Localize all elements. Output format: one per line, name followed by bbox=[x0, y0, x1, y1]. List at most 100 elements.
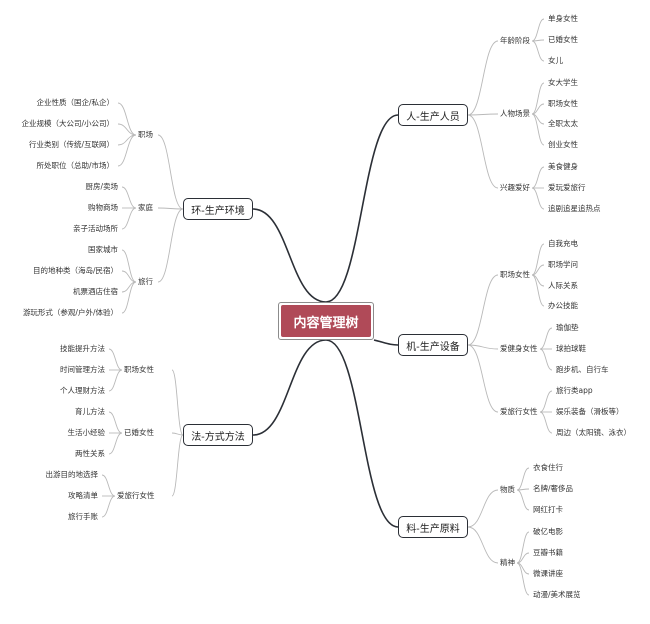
environment-travel-item-3[interactable]: 机票酒店住宿 bbox=[73, 287, 118, 296]
methods-work-item-3[interactable]: 个人理财方法 bbox=[60, 386, 105, 395]
link-left-0-0 bbox=[157, 134, 184, 210]
branch-environment[interactable]: 环-生产环境 bbox=[183, 198, 253, 220]
people-scene-item-4[interactable]: 创业女性 bbox=[548, 140, 578, 149]
materials-material-item-1[interactable]: 衣食住行 bbox=[533, 463, 563, 472]
environment-group-travel[interactable]: 旅行 bbox=[138, 277, 153, 286]
equipment-group-fitness[interactable]: 爱健身女性 bbox=[500, 344, 538, 353]
materials-group-spirit[interactable]: 精神 bbox=[500, 558, 515, 567]
link-left-1-2 bbox=[171, 434, 184, 497]
methods-married-item-2[interactable]: 生活小经验 bbox=[67, 428, 106, 437]
equipment-group-work[interactable]: 职场女性 bbox=[500, 270, 530, 279]
link-left-0-0-0 bbox=[117, 102, 137, 136]
methods-married-item-3[interactable]: 两性关系 bbox=[75, 449, 105, 458]
equipment-work-item-4[interactable]: 办公技能 bbox=[548, 301, 578, 310]
methods-work-item-2[interactable]: 时间管理方法 bbox=[60, 365, 105, 374]
link-right-0-1 bbox=[467, 113, 499, 116]
environment-travel-item-4[interactable]: 游玩形式（参观/户外/体验） bbox=[22, 308, 118, 317]
equipment-travel-item-3[interactable]: 周边（太阳镜、泳衣） bbox=[556, 428, 631, 437]
link-right-2-0-2 bbox=[516, 489, 530, 511]
people-interest-item-3[interactable]: 追剧追星追热点 bbox=[548, 204, 601, 213]
methods-work-item-1[interactable]: 技能提升方法 bbox=[60, 344, 105, 353]
environment-work-item-1[interactable]: 企业性质（国企/私企） bbox=[36, 98, 114, 107]
people-interest-item-1[interactable]: 美食健身 bbox=[548, 162, 578, 171]
materials-spirit-item-3[interactable]: 微课讲座 bbox=[533, 569, 563, 578]
link-left-1-0 bbox=[171, 369, 184, 436]
link-left-0-2-1 bbox=[121, 270, 137, 283]
materials-material-item-2[interactable]: 名牌/奢侈品 bbox=[533, 484, 574, 493]
equipment-fitness-item-1[interactable]: 瑜伽垫 bbox=[556, 323, 579, 332]
materials-spirit-item-2[interactable]: 豆瓣书籍 bbox=[533, 548, 563, 557]
environment-work-item-4[interactable]: 所处职位（总助/市场） bbox=[36, 161, 114, 170]
equipment-work-item-1[interactable]: 自我充电 bbox=[548, 239, 578, 248]
environment-home-item-1[interactable]: 厨房/卖场 bbox=[85, 182, 118, 191]
methods-group-married[interactable]: 已婚女性 bbox=[124, 428, 154, 437]
people-age-item-2[interactable]: 已婚女性 bbox=[548, 35, 578, 44]
people-scene-item-3[interactable]: 全职太太 bbox=[548, 119, 578, 128]
link-right-1-0-3 bbox=[531, 274, 545, 307]
environment-work-item-3[interactable]: 行业类别（传统/互联网） bbox=[28, 140, 114, 149]
methods-group-work[interactable]: 职场女性 bbox=[124, 365, 154, 374]
equipment-fitness-item-3[interactable]: 跑步机、自行车 bbox=[556, 365, 609, 374]
link-left-1-1-0 bbox=[108, 411, 123, 434]
environment-work-item-2[interactable]: 企业规模（大公司/小公司） bbox=[21, 119, 114, 128]
methods-group-travel[interactable]: 爱旅行女性 bbox=[117, 491, 155, 500]
equipment-group-travel[interactable]: 爱旅行女性 bbox=[500, 407, 538, 416]
link-right-0-1-0 bbox=[531, 82, 545, 115]
link-root-environment bbox=[252, 208, 327, 303]
link-right-1-2 bbox=[467, 344, 499, 413]
people-age-item-3[interactable]: 女儿 bbox=[548, 56, 563, 65]
equipment-work-item-2[interactable]: 职场学问 bbox=[548, 260, 578, 269]
equipment-work-item-3[interactable]: 人际关系 bbox=[548, 281, 578, 290]
branch-equipment[interactable]: 机-生产设备 bbox=[398, 334, 468, 356]
link-left-0-0-3 bbox=[117, 134, 137, 167]
link-root-methods bbox=[252, 339, 327, 436]
link-right-0-0 bbox=[467, 40, 499, 116]
equipment-travel-item-1[interactable]: 旅行类app bbox=[556, 386, 593, 395]
environment-group-work[interactable]: 职场 bbox=[138, 130, 153, 139]
people-scene-item-2[interactable]: 职场女性 bbox=[548, 99, 578, 108]
link-left-0-1 bbox=[157, 207, 184, 210]
branch-materials[interactable]: 料-生产原料 bbox=[398, 516, 468, 538]
link-right-2-1-3 bbox=[516, 562, 530, 596]
environment-group-home[interactable]: 家庭 bbox=[138, 203, 153, 212]
link-left-1-0-2 bbox=[108, 369, 123, 392]
environment-home-item-2[interactable]: 购物商场 bbox=[88, 203, 118, 212]
link-root-equipment bbox=[373, 339, 399, 346]
root-node[interactable]: 内容管理树 bbox=[278, 302, 374, 340]
methods-travel-item-3[interactable]: 旅行手账 bbox=[68, 512, 98, 521]
equipment-fitness-item-2[interactable]: 球拍球鞋 bbox=[556, 344, 586, 353]
environment-travel-item-2[interactable]: 目的地种类（海岛/民宿） bbox=[32, 266, 118, 275]
link-left-0-1-0 bbox=[121, 186, 137, 209]
people-group-scene[interactable]: 人物场景 bbox=[500, 109, 530, 118]
materials-spirit-item-4[interactable]: 动漫/美术展览 bbox=[533, 590, 581, 599]
people-interest-item-2[interactable]: 爱玩爱旅行 bbox=[548, 183, 586, 192]
link-left-0-2-0 bbox=[121, 249, 137, 283]
methods-travel-item-1[interactable]: 出游目的地选择 bbox=[45, 470, 99, 479]
link-right-1-0-1 bbox=[531, 264, 545, 276]
methods-travel-item-2[interactable]: 攻略清单 bbox=[68, 491, 98, 500]
environment-home-item-3[interactable]: 亲子活动场所 bbox=[73, 224, 118, 233]
people-group-age[interactable]: 年龄阶段 bbox=[500, 36, 530, 45]
link-right-0-0-2 bbox=[531, 40, 545, 62]
people-group-interest[interactable]: 兴趣爱好 bbox=[500, 183, 530, 192]
link-root-people bbox=[325, 114, 399, 303]
link-right-2-0 bbox=[467, 489, 499, 528]
branch-people[interactable]: 人-生产人员 bbox=[398, 104, 468, 126]
link-left-1-0-0 bbox=[108, 348, 123, 371]
link-left-0-2-3 bbox=[121, 281, 137, 314]
people-age-item-1[interactable]: 单身女性 bbox=[548, 14, 578, 23]
link-right-1-0 bbox=[467, 274, 499, 346]
methods-married-item-1[interactable]: 育儿方法 bbox=[75, 407, 105, 416]
people-scene-item-1[interactable]: 女大学生 bbox=[548, 78, 578, 87]
link-left-0-0-1 bbox=[117, 123, 137, 136]
link-right-1-2-2 bbox=[539, 411, 553, 434]
branch-methods[interactable]: 法-方式方法 bbox=[183, 424, 253, 446]
materials-material-item-3[interactable]: 网红打卡 bbox=[533, 505, 563, 514]
environment-travel-item-1[interactable]: 国家城市 bbox=[88, 245, 118, 254]
materials-spirit-item-1[interactable]: 破亿电影 bbox=[533, 527, 563, 536]
materials-group-material[interactable]: 物质 bbox=[500, 485, 515, 494]
root-node-label: 内容管理树 bbox=[281, 305, 371, 337]
equipment-travel-item-2[interactable]: 娱乐装备（滑板等） bbox=[556, 407, 624, 416]
